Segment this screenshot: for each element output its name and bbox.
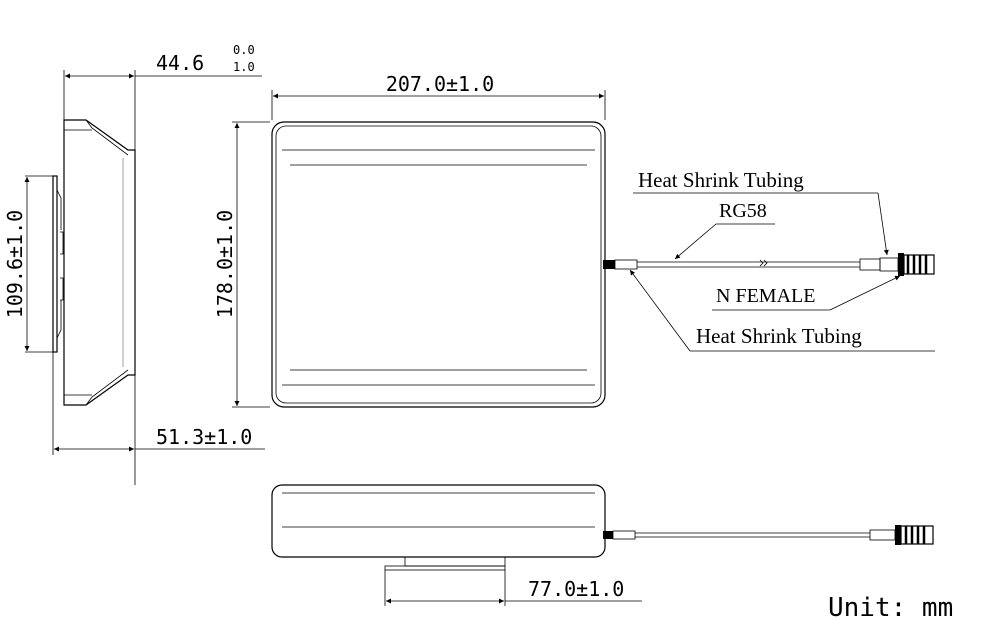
side-view [52, 119, 136, 406]
depth-tol-lower: 1.0 [233, 60, 255, 74]
label-rg58: RG58 [674, 200, 775, 260]
total-depth-dimension: 51.3±1.0 [52, 352, 265, 455]
depth-tol-upper: 0.0 [233, 43, 255, 57]
height-dimension: 178.0±1.0 [213, 121, 270, 408]
label-n-female: N FEMALE [712, 275, 901, 311]
n-female-label: N FEMALE [716, 285, 815, 307]
total-depth-value: 51.3±1.0 [156, 425, 252, 449]
label-heat-shrink-top: Heat Shrink Tubing [633, 168, 889, 256]
bracket-width-dimension: 77.0±1.0 [384, 570, 642, 606]
label-heat-shrink-bottom: Heat Shrink Tubing [629, 269, 935, 352]
heat-shrink-bottom-label: Heat Shrink Tubing [696, 324, 862, 348]
bracket-height-value: 109.6±1.0 [3, 210, 27, 318]
heat-shrink-top-label: Heat Shrink Tubing [638, 168, 804, 192]
bracket-width-value: 77.0±1.0 [528, 577, 624, 601]
depth-value: 44.6 [156, 51, 204, 75]
width-dimension: 207.0±1.0 [271, 72, 606, 120]
bottom-view [271, 484, 934, 571]
rg58-label: RG58 [719, 200, 767, 222]
bracket-height-dimension: 109.6±1.0 [3, 175, 53, 353]
depth-dimension: 44.6 0.0 1.0 [63, 43, 262, 485]
front-view [271, 121, 606, 408]
height-value: 178.0±1.0 [213, 210, 237, 318]
cable-assembly [603, 253, 935, 276]
width-value: 207.0±1.0 [386, 72, 494, 96]
unit-label: Unit: mm [828, 593, 953, 623]
